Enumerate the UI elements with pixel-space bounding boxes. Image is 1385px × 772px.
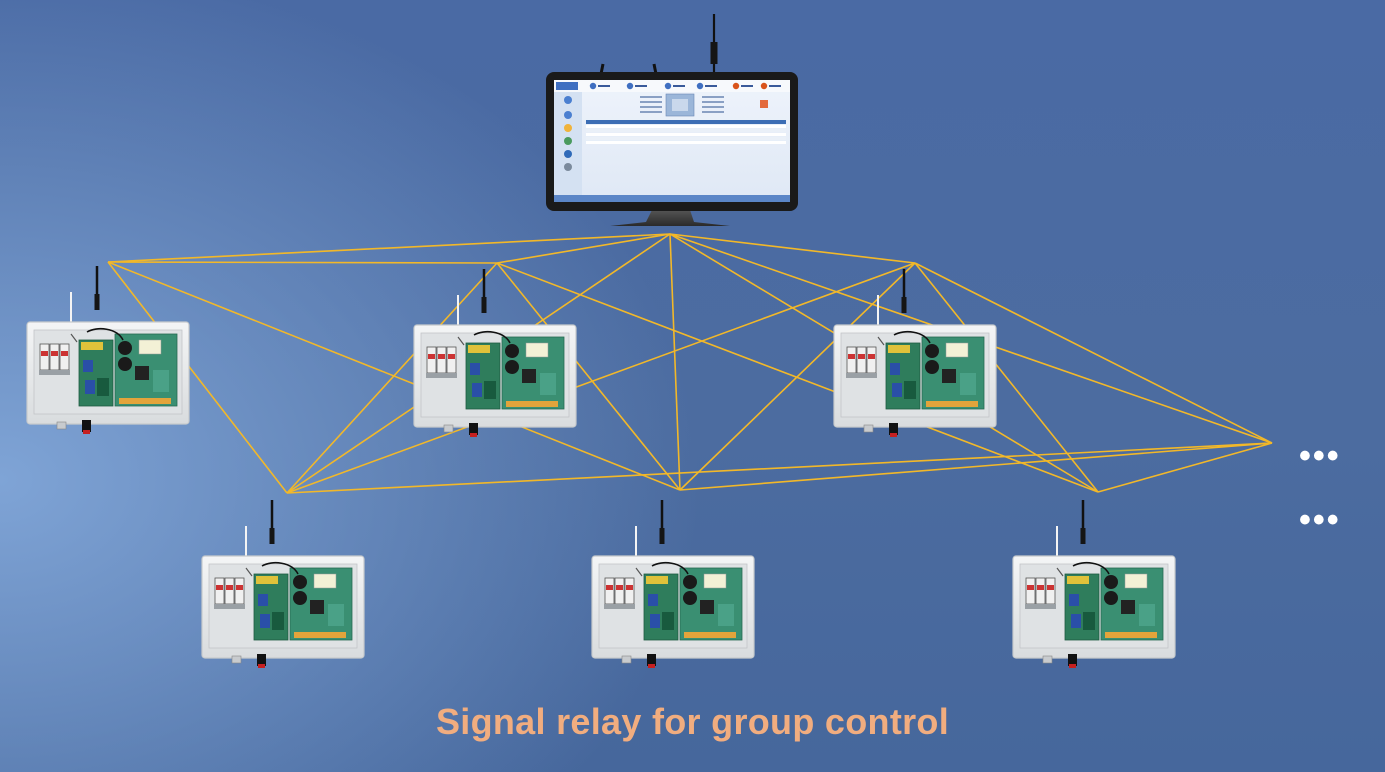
more-indicator-top: ••• xyxy=(1299,437,1341,475)
controller-box-icon xyxy=(200,498,366,670)
controller-box-icon xyxy=(1011,498,1177,670)
monitor-icon xyxy=(546,14,798,226)
diagram-caption: Signal relay for group control xyxy=(435,701,950,742)
controller-box-icon xyxy=(590,498,756,670)
more-indicator-bottom: ••• xyxy=(1299,501,1341,539)
controller-box-icon xyxy=(25,264,191,436)
controller-box-icon xyxy=(832,267,998,439)
controller-box-icon xyxy=(412,267,578,439)
link-lines xyxy=(107,233,1273,494)
